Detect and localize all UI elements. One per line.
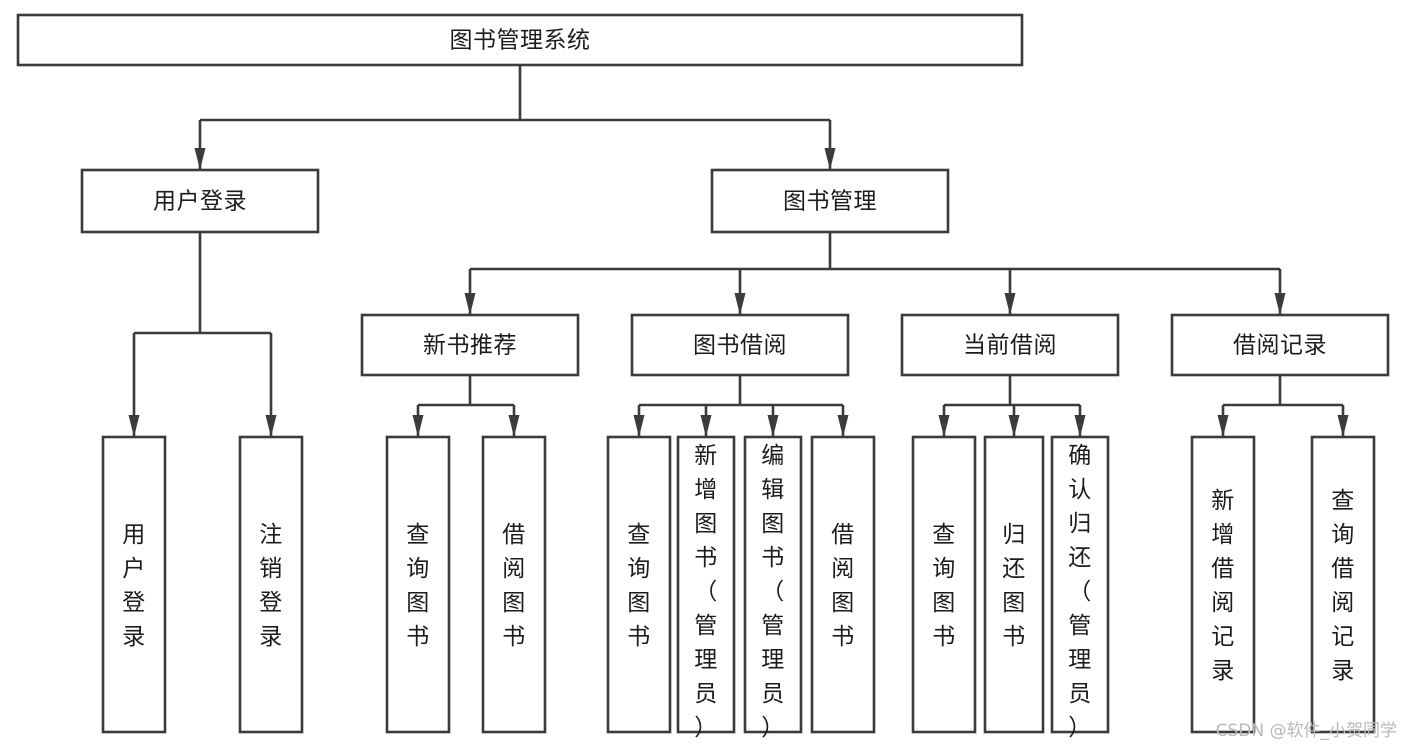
leaf-新增借阅记录[interactable]: 新增借阅记录 [1190,435,1256,734]
arrow-head-icon [1274,293,1286,315]
arrow-head-icon [1008,415,1020,437]
leaf-编辑图书管理员-label: 编辑图书（管理员） [761,443,785,741]
leaf-借阅图书-box[interactable] [481,435,547,734]
level3-新书推荐-box[interactable] [360,313,580,377]
arrow-head-icon [938,415,950,437]
leaf-查询借阅记录-label: 查询借阅记录 [1331,488,1355,684]
level3-借阅记录-box[interactable] [1170,313,1390,377]
level2-用户登录-box[interactable] [80,168,320,234]
leaf-借阅图书[interactable]: 借阅图书 [481,435,547,734]
arrow-head-icon [824,148,836,170]
level3-借阅记录-label: 借阅记录 [1233,333,1327,359]
arrow-head-icon [265,415,277,437]
leaf-查询图书[interactable]: 查询图书 [606,435,672,734]
arrow-head-icon [464,293,476,315]
leaf-注销登录-box[interactable] [238,435,304,734]
leaf-查询借阅记录-box[interactable] [1310,435,1376,734]
level2-图书管理-box[interactable] [710,168,950,234]
leaf-归还图书[interactable]: 归还图书 [983,435,1045,734]
leaf-归还图书-box[interactable] [983,435,1045,734]
root-图书管理系统-box[interactable] [16,13,1024,67]
node-boxes: 图书管理系统用户登录图书管理新书推荐图书借阅当前借阅借阅记录用户登录注销登录查询… [16,13,1390,741]
level3-图书借阅[interactable]: 图书借阅 [630,313,850,377]
arrow-head-icon [412,415,424,437]
leaf-确认归还管理员-label: 确认归还（管理员） [1068,443,1092,741]
level2-图书管理[interactable]: 图书管理 [710,168,950,234]
leaf-借阅图书-label: 借阅图书 [502,522,526,650]
leaf-新增图书管理员[interactable]: 新增图书（管理员） [676,435,736,741]
leaf-借阅图书-label: 借阅图书 [831,522,855,650]
level3-当前借阅-label: 当前借阅 [963,333,1057,359]
arrow-head-icon [128,415,140,437]
level3-新书推荐[interactable]: 新书推荐 [360,313,580,377]
leaf-查询图书-label: 查询图书 [406,522,430,650]
leaf-查询图书-label: 查询图书 [627,522,651,650]
level2-用户登录-label: 用户登录 [153,189,247,215]
level3-图书借阅-label: 图书借阅 [693,333,787,359]
leaf-编辑图书管理员[interactable]: 编辑图书（管理员） [743,435,803,741]
connector-edges [128,65,1349,437]
arrow-head-icon [1004,293,1016,315]
level3-新书推荐-label: 新书推荐 [423,333,517,359]
csdn-watermark: CSDN @软件_小贺同学 [1215,721,1397,741]
leaf-注销登录-label: 注销登录 [259,522,283,650]
leaf-用户登录-box[interactable] [101,435,167,734]
arrow-head-icon [194,148,206,170]
level3-图书借阅-box[interactable] [630,313,850,377]
level3-借阅记录[interactable]: 借阅记录 [1170,313,1390,377]
root-图书管理系统[interactable]: 图书管理系统 [16,13,1024,67]
leaf-查询图书[interactable]: 查询图书 [385,435,451,734]
leaf-确认归还管理员[interactable]: 确认归还（管理员） [1050,435,1110,741]
leaf-查询图书-box[interactable] [911,435,977,734]
leaf-注销登录[interactable]: 注销登录 [238,435,304,734]
level2-用户登录[interactable]: 用户登录 [80,168,320,234]
arrow-head-icon [734,293,746,315]
arrow-head-icon [837,415,849,437]
leaf-编辑图书管理员-box[interactable] [743,435,803,734]
level2-图书管理-label: 图书管理 [783,189,877,215]
level3-当前借阅[interactable]: 当前借阅 [900,313,1120,377]
leaf-归还图书-label: 归还图书 [1002,522,1026,650]
arrow-head-icon [767,415,779,437]
leaf-确认归还管理员-box[interactable] [1050,435,1110,734]
leaf-查询图书-box[interactable] [606,435,672,734]
leaf-查询图书[interactable]: 查询图书 [911,435,977,734]
arrow-head-icon [1217,415,1229,437]
leaf-借阅图书-box[interactable] [810,435,876,734]
leaf-用户登录[interactable]: 用户登录 [101,435,167,734]
leaf-查询借阅记录[interactable]: 查询借阅记录 [1310,435,1376,734]
leaf-查询图书-label: 查询图书 [932,522,956,650]
arrow-head-icon [1074,415,1086,437]
arrow-head-icon [1337,415,1349,437]
leaf-借阅图书[interactable]: 借阅图书 [810,435,876,734]
leaf-查询图书-box[interactable] [385,435,451,734]
arrow-head-icon [508,415,520,437]
leaf-用户登录-label: 用户登录 [122,522,146,650]
arrow-head-icon [700,415,712,437]
root-图书管理系统-label: 图书管理系统 [450,28,591,54]
arrow-head-icon [633,415,645,437]
level3-当前借阅-box[interactable] [900,313,1120,377]
leaf-新增借阅记录-box[interactable] [1190,435,1256,734]
leaf-新增图书管理员-box[interactable] [676,435,736,734]
leaf-新增借阅记录-label: 新增借阅记录 [1211,488,1235,684]
leaf-新增图书管理员-label: 新增图书（管理员） [694,443,718,741]
